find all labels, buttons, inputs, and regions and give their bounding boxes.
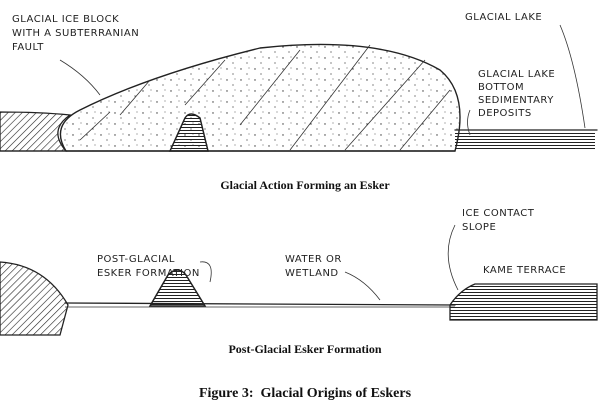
figure-caption: Figure 3: Glacial Origins of Eskers [199,386,412,401]
lake-label: GLACIAL LAKE [465,12,542,23]
top-caption: Glacial Action Forming an Esker [220,178,390,192]
left-hill-post [0,261,69,336]
kame-label: KAME TERRACE [483,265,566,276]
ice-block [59,43,461,152]
ice-fault-lines [79,44,451,151]
bottom-caption: Post-Glacial Esker Formation [228,342,381,356]
kame-terrace [449,283,598,321]
forming-esker [168,113,209,152]
left-hill [0,111,72,152]
esker [148,269,207,307]
water-surface [64,302,456,306]
lake-sediment [455,132,595,151]
